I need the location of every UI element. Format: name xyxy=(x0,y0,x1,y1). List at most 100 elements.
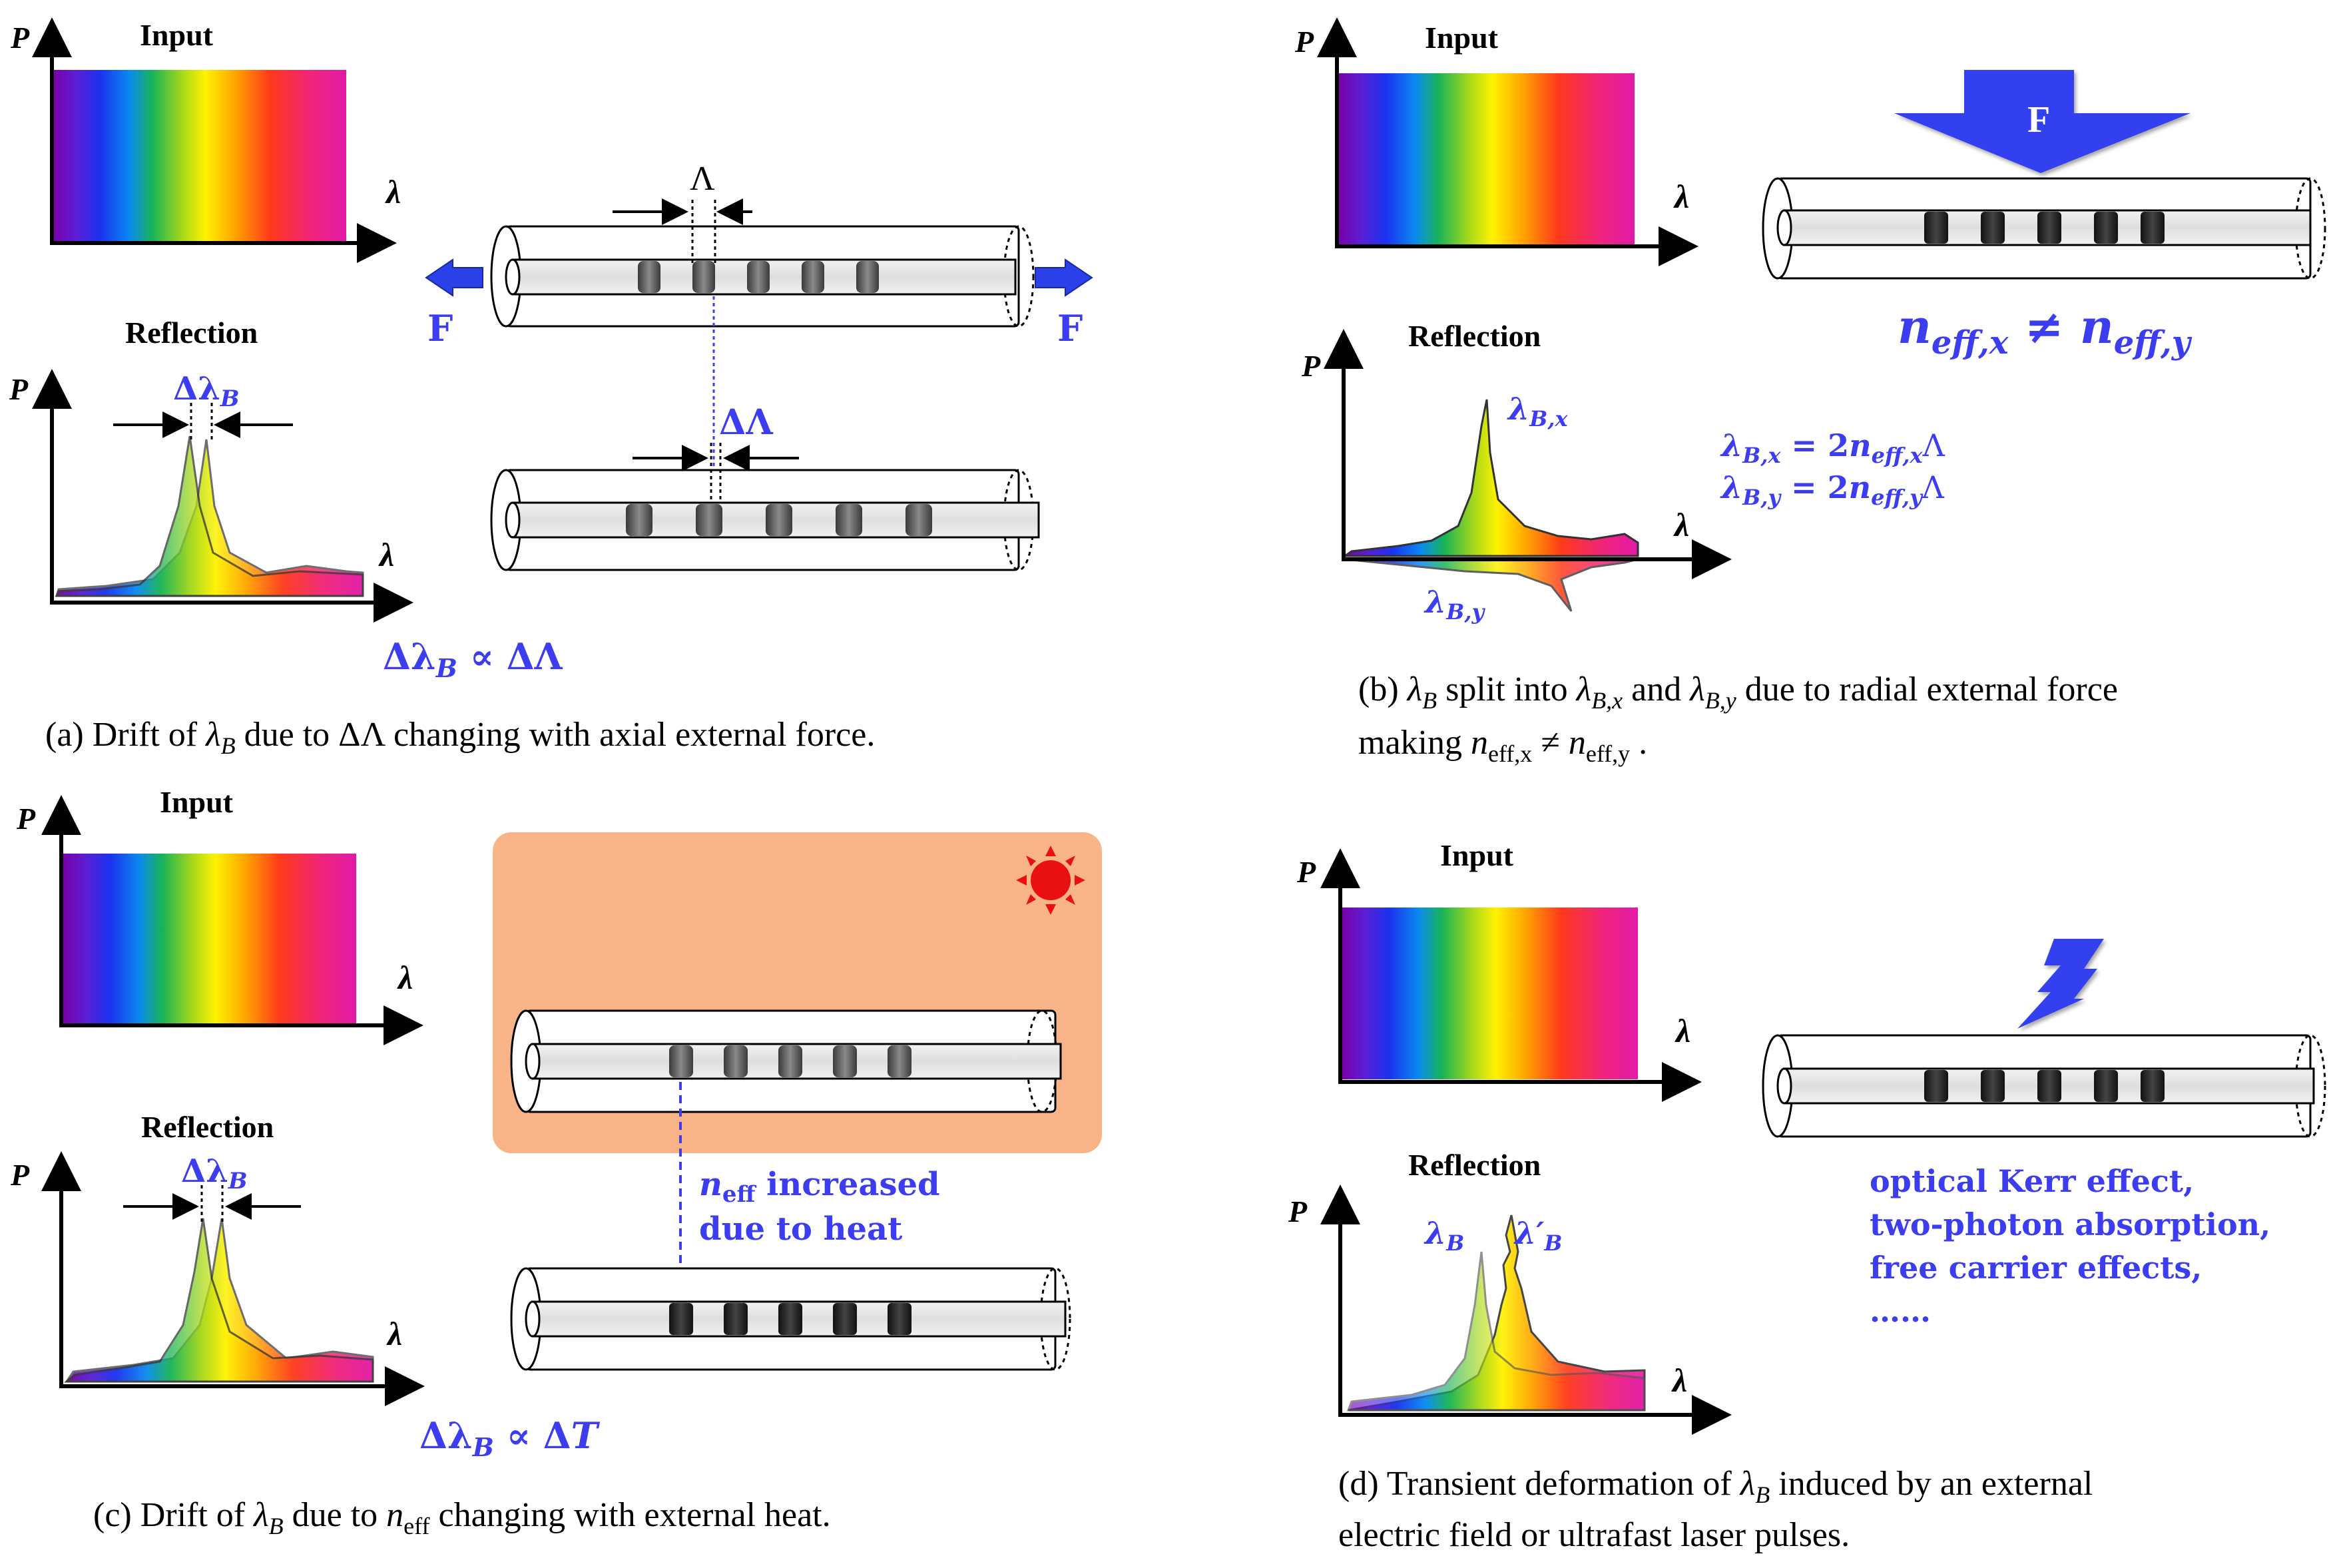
heat-note-line2: due to heat xyxy=(699,1210,902,1248)
grating xyxy=(696,504,722,536)
lambda-axis-label: λ xyxy=(1673,506,1689,543)
grating xyxy=(1981,1070,2005,1102)
panel-d: P Input λ P Reflection λ λB λ′B xyxy=(1288,838,2326,1554)
fiber-end-right xyxy=(1039,1267,1071,1371)
panel-a: P Input λ P Reflection λ ΔλB xyxy=(9,17,1093,759)
caption-a: (a) Drift of λB due to ΔΛ changing with … xyxy=(45,716,875,759)
peak-original-label: λB xyxy=(1423,1215,1464,1256)
grating xyxy=(747,261,770,293)
reflection-peak-original xyxy=(1346,1251,1646,1412)
input-spectrum-b: P Input λ xyxy=(1294,17,1698,266)
grating xyxy=(833,1303,857,1335)
neff-inequality: neff,x ≠ neff,y xyxy=(1898,299,2193,362)
input-label: Input xyxy=(160,785,234,819)
lambda-axis-label: λ xyxy=(1671,1362,1687,1399)
grating xyxy=(2141,212,2165,244)
grating xyxy=(833,1045,857,1077)
fiber-a-bottom: ΔΛ xyxy=(490,402,1040,571)
reflection-spectrum-c: P Reflection λ ΔλB xyxy=(10,1110,425,1406)
formula-x: λB,x = 2neff,xΛ xyxy=(1720,427,1945,468)
nonlinear-effects-list: optical Kerr effect, two-photon absorpti… xyxy=(1870,1163,2270,1329)
caption-b-line1: (b) λB split into λB,x and λB,y due to r… xyxy=(1358,670,2118,714)
grating xyxy=(906,504,932,536)
force-arrow-left xyxy=(425,258,483,297)
formula-y: λB,y = 2neff,yΛ xyxy=(1720,469,1945,510)
grating-set xyxy=(669,1045,911,1077)
grating xyxy=(2037,212,2061,244)
grating xyxy=(778,1303,802,1335)
grating xyxy=(888,1303,911,1335)
caption-b-line2: making neff,x ≠ neff,y . xyxy=(1358,724,1647,767)
panel-c: P Input λ P Reflection λ ΔλB xyxy=(10,785,1102,1539)
delta-pitch-label: ΔΛ xyxy=(719,402,773,443)
grating xyxy=(1924,1070,1948,1102)
grating xyxy=(724,1045,748,1077)
p-axis-label: P xyxy=(10,21,30,55)
reflection-label: Reflection xyxy=(1408,1148,1541,1182)
grating xyxy=(2094,1070,2118,1102)
effect-item: optical Kerr effect, xyxy=(1870,1163,2194,1199)
pitch-label: Λ xyxy=(690,160,715,198)
input-label: Input xyxy=(1425,21,1499,55)
delta-lambda-label: ΔλB xyxy=(173,370,240,412)
grating-set xyxy=(1924,212,2165,244)
relation-a: ΔλB ∝ ΔΛ xyxy=(383,635,563,683)
input-spectrum-c: P Input λ xyxy=(16,785,423,1045)
reflection-label: Reflection xyxy=(1408,319,1541,353)
fiber-d xyxy=(1762,939,2326,1138)
fiber-end-right xyxy=(2294,1034,2326,1138)
delta-lambda-label: ΔλB xyxy=(181,1153,248,1194)
fiber-b: F neff,x ≠ neff,y xyxy=(1762,70,2326,362)
input-label: Input xyxy=(140,18,214,52)
input-label: Input xyxy=(1440,838,1514,872)
grating-set xyxy=(1924,1070,2165,1102)
grating xyxy=(836,504,862,536)
grating xyxy=(669,1045,693,1077)
lambda-axis-label: λ xyxy=(1673,178,1689,215)
sun-icon xyxy=(1016,846,1085,915)
grating-set xyxy=(638,261,879,293)
grating xyxy=(802,261,824,293)
grating-set xyxy=(626,504,932,536)
grating xyxy=(778,1045,802,1077)
lambda-axis-label: λ xyxy=(385,173,401,210)
caption-c: (c) Drift of λB due to neff changing wit… xyxy=(93,1496,831,1539)
reflection-spectrum-b: P Reflection λ λB,x λB,y xyxy=(1301,319,1732,625)
input-spectrum-bar xyxy=(1338,73,1635,245)
fiber-a-top: Λ F F xyxy=(425,160,1093,506)
grating xyxy=(692,261,715,293)
heated-fiber-box xyxy=(493,832,1102,1153)
reflection-peak-b xyxy=(55,439,364,597)
p-axis-label: P xyxy=(9,372,29,406)
reflection-label: Reflection xyxy=(141,1110,274,1144)
core-end xyxy=(525,1300,541,1338)
force-right-label: F xyxy=(1057,307,1083,350)
lambda-axis-label: λ xyxy=(386,1315,402,1352)
caption-d-line1: (d) Transient deformation of λB induced … xyxy=(1338,1465,2093,1508)
heat-note-line1: neff increased xyxy=(699,1166,940,1208)
grating xyxy=(1924,212,1948,244)
lambda-axis-label: λ xyxy=(378,536,394,573)
grating xyxy=(724,1303,748,1335)
reflection-peak-y xyxy=(1344,558,1639,612)
peak-x-label: λB,x xyxy=(1507,391,1568,431)
reflection-peak-a xyxy=(63,1218,374,1383)
grating-set xyxy=(669,1303,911,1335)
fiber-c-bottom xyxy=(510,1267,1071,1371)
core-end xyxy=(525,1043,541,1080)
p-axis-label: P xyxy=(1296,855,1316,889)
reflection-label: Reflection xyxy=(125,316,258,350)
fiber-end-right xyxy=(1003,225,1035,328)
effect-item: free carrier effects, xyxy=(1870,1250,2202,1286)
caption-d-line2: electric field or ultrafast laser pulses… xyxy=(1338,1516,1850,1554)
radial-force-arrow xyxy=(1894,70,2191,173)
p-axis-label: P xyxy=(1288,1194,1308,1228)
relation-c: ΔλB ∝ ΔT xyxy=(419,1414,601,1462)
p-axis-label: P xyxy=(10,1158,30,1192)
lambda-axis-label: λ xyxy=(397,959,413,996)
reflection-spectrum-d: P Reflection λ λB λ′B xyxy=(1288,1148,1732,1435)
grating xyxy=(638,261,660,293)
bragg-formulas: λB,x = 2neff,xΛ λB,y = 2neff,yΛ xyxy=(1720,427,1945,510)
lambda-axis-label: λ xyxy=(1675,1012,1690,1049)
